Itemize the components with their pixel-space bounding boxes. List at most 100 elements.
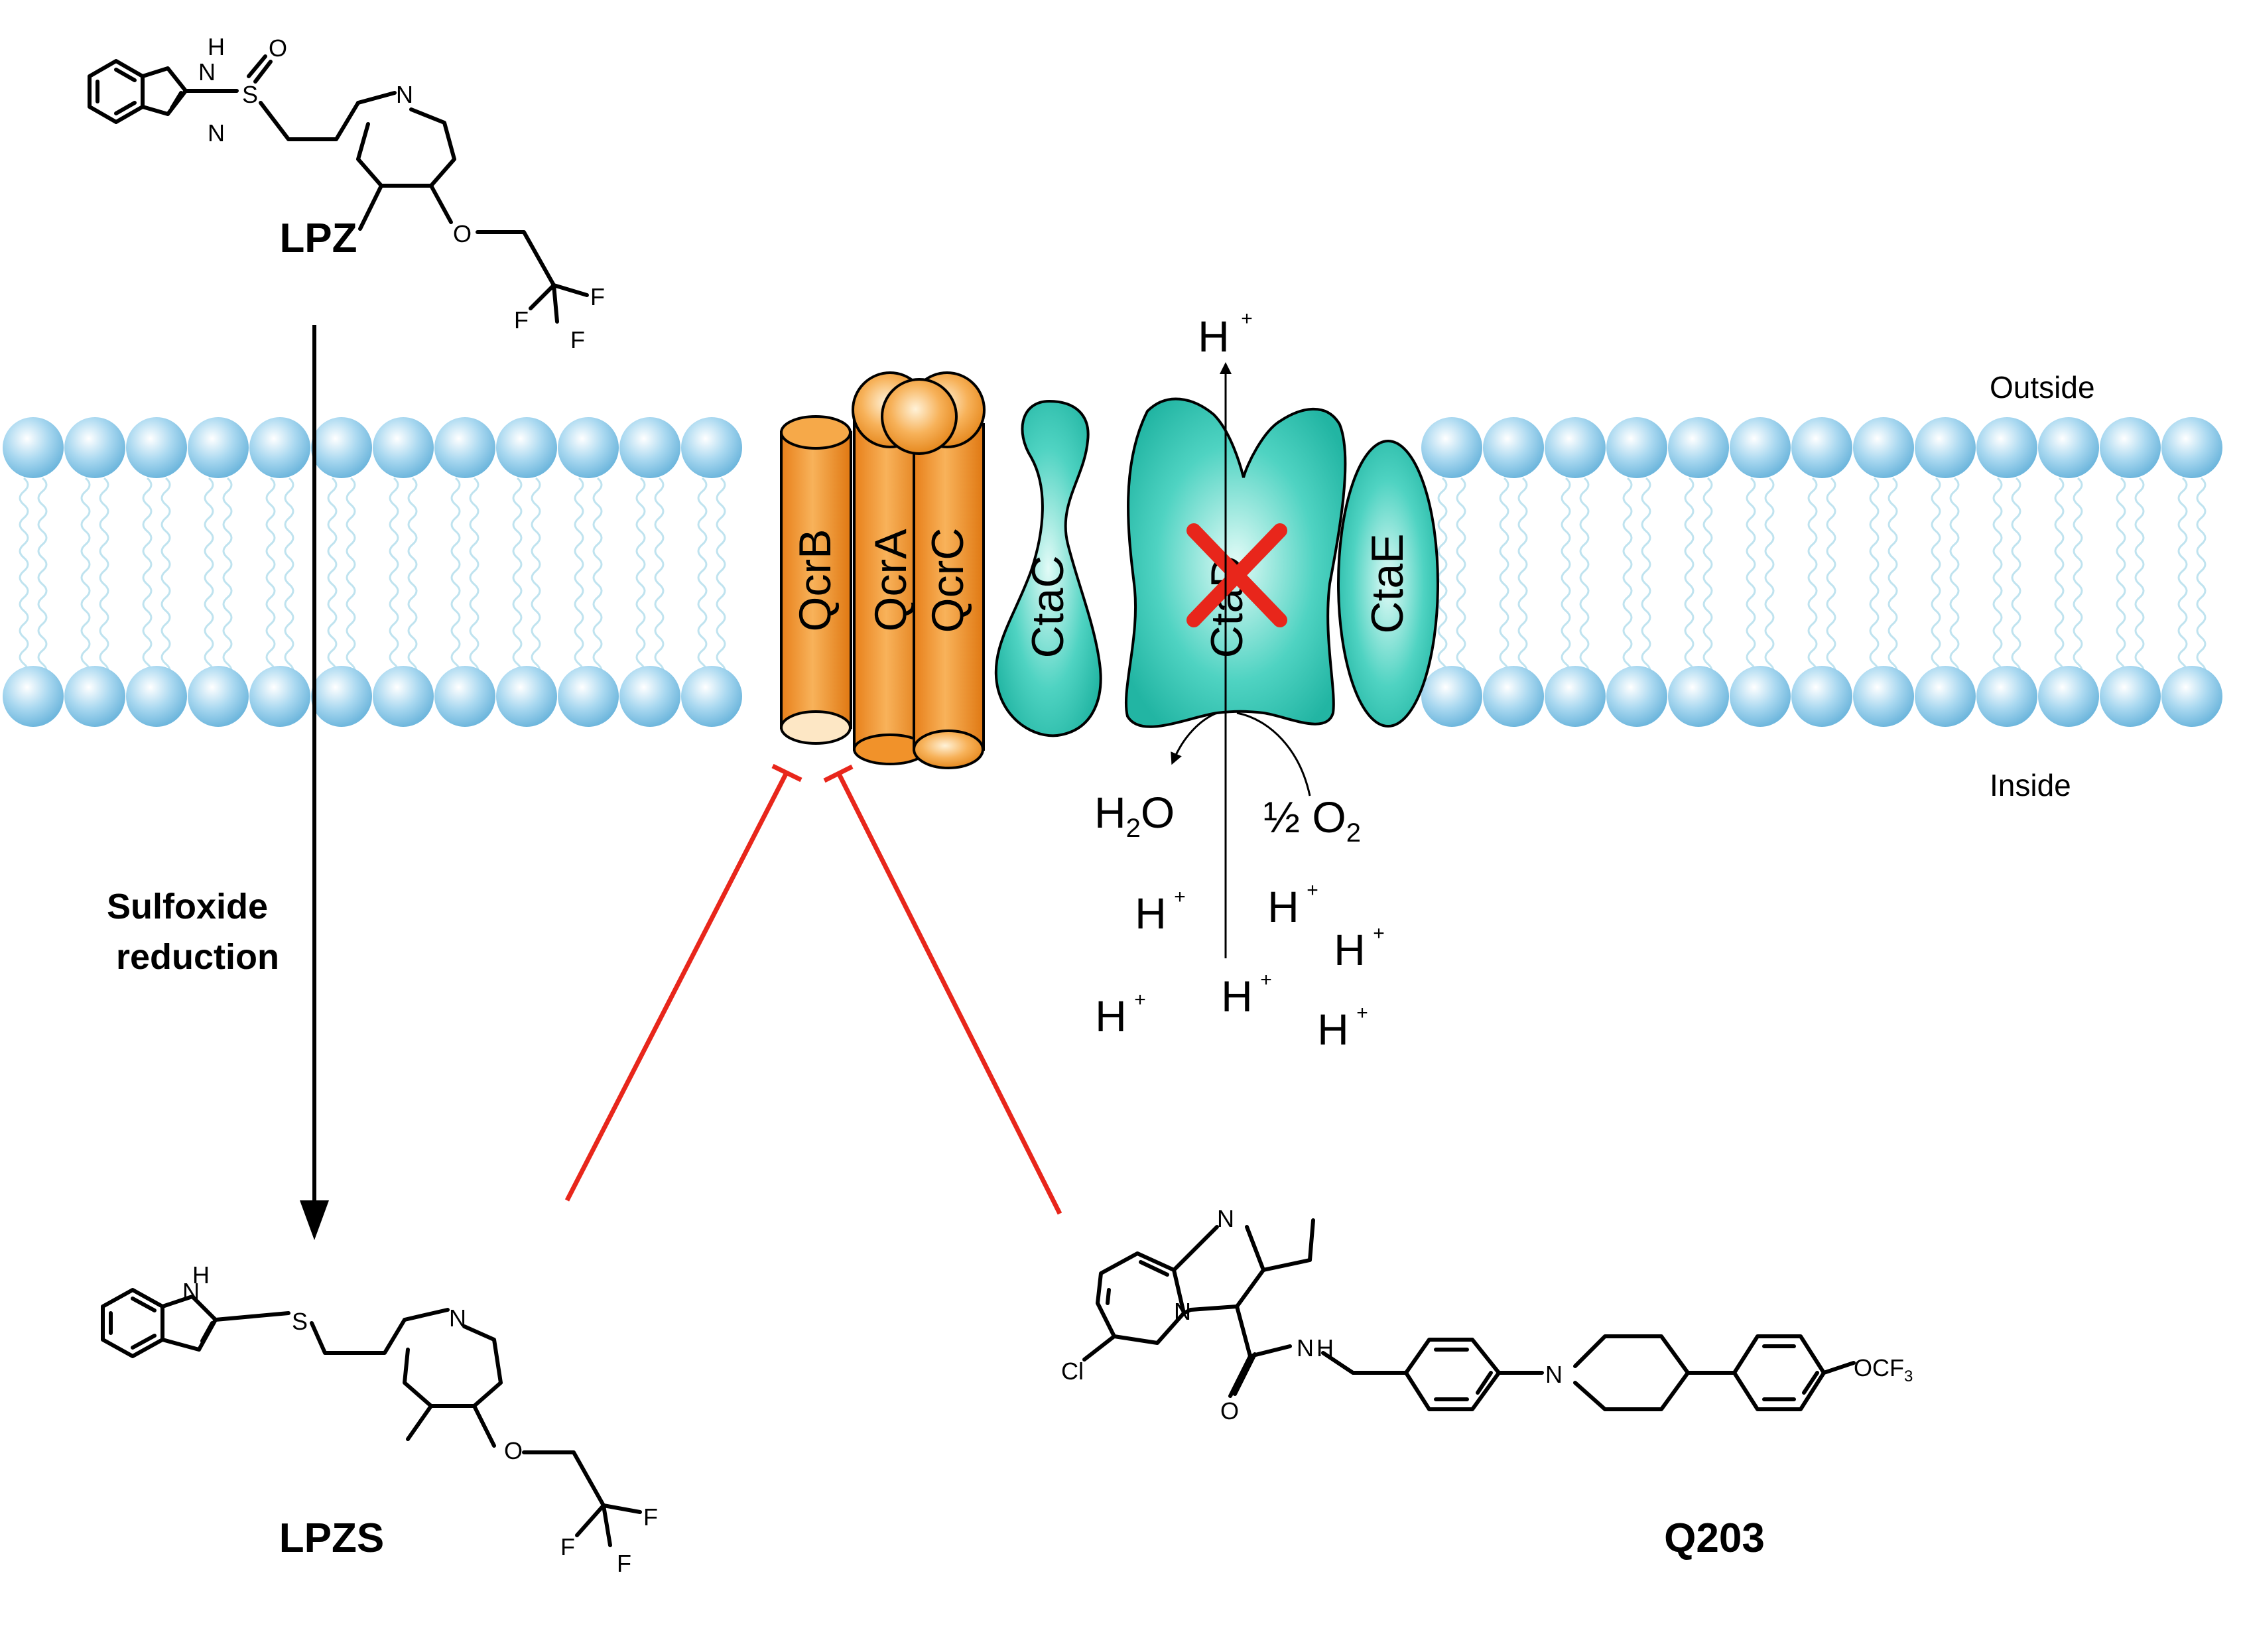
lipid-head	[2161, 666, 2222, 727]
svg-text:½ O2: ½ O2	[1263, 793, 1361, 848]
proton-inside-charge: +	[1260, 969, 1272, 991]
lipid-tail	[1888, 477, 1898, 692]
lipid-head	[1791, 666, 1852, 727]
step-label-line-1: Sulfoxide	[107, 887, 268, 926]
lipid-head	[434, 417, 495, 478]
lipid-tail	[531, 477, 541, 692]
lipid-tail	[1684, 477, 1695, 692]
lpzs-s: S	[292, 1308, 308, 1335]
lipid-head	[681, 666, 742, 727]
lipid-head	[2161, 417, 2222, 478]
lipid-tail	[1764, 477, 1775, 692]
ctae-label: CtaE	[1362, 533, 1413, 633]
lipid-head	[1853, 417, 1914, 478]
q203-ocf3-sub: 3	[1904, 1367, 1913, 1385]
lipid-tail	[2116, 477, 2126, 692]
lipid-tail	[1746, 477, 1756, 692]
lpz-n-top: N	[198, 58, 216, 86]
lipid-tail	[469, 477, 480, 692]
lipid-tail	[284, 477, 294, 692]
lpzs-nh-h: H	[192, 1261, 210, 1289]
q203-n-bridge: N	[1174, 1298, 1191, 1325]
lipid-head	[1791, 417, 1852, 478]
lipid-head	[126, 666, 187, 727]
lipid-tail	[1437, 477, 1448, 692]
lpzs-n-indole: N	[182, 1278, 200, 1305]
lipid-tail	[1992, 477, 2003, 692]
lipid-head	[2100, 417, 2161, 478]
lipid-tail	[1702, 477, 1713, 692]
lipid-tail	[222, 477, 233, 692]
protons-inside: H+H+H+H+H+H+	[1095, 879, 1385, 1054]
lipid-head	[1545, 666, 1606, 727]
lipid-heads-inner	[3, 666, 2222, 727]
lipid-tail	[1807, 477, 1818, 692]
ctae-protein: CtaE	[1337, 440, 1439, 728]
lipid-tail	[265, 477, 276, 692]
lpz-n-bottom: N	[208, 119, 225, 147]
lipid-tail	[2134, 477, 2145, 692]
proton-charge: +	[1241, 308, 1253, 330]
lipid-tail	[2011, 477, 2021, 692]
q203-o-amide: O	[1220, 1397, 1239, 1425]
lipid-head	[1421, 417, 1482, 478]
lipid-tail	[1456, 477, 1466, 692]
lipid-head	[64, 666, 125, 727]
lipid-head	[496, 666, 557, 727]
lpz-structure: H N N S O N O F F F	[88, 33, 605, 353]
lpz-name: LPZ	[279, 216, 357, 261]
lipid-head	[1915, 417, 1976, 478]
lipid-head	[1976, 666, 2037, 727]
water-sub: 2	[1126, 814, 1141, 843]
lipid-head	[311, 417, 372, 478]
lipid-head	[64, 417, 125, 478]
lipid-tail	[19, 477, 29, 692]
proton-inside: H	[1221, 972, 1253, 1021]
proton-inside: H	[1267, 882, 1299, 931]
lpzs-o-ether: O	[504, 1437, 523, 1464]
lipid-tail	[716, 477, 726, 692]
lpz-s: S	[242, 81, 258, 108]
lpz-o-ether: O	[453, 220, 472, 247]
lipid-head	[1483, 666, 1544, 727]
q203-ocf3: OCF3	[1854, 1354, 1913, 1385]
proton-label: H	[1198, 312, 1230, 361]
oxygen-substrate: ½ O2	[1263, 793, 1361, 848]
q203-nh-n: N	[1297, 1334, 1314, 1362]
lpz-nh: H	[208, 33, 225, 60]
q203-n-piperidine: N	[1545, 1361, 1563, 1388]
proton-inside-charge: +	[1307, 879, 1318, 901]
reduction-arrow	[300, 325, 329, 1240]
lpzs-structure: H N S N O F F F	[101, 1261, 658, 1577]
lipid-tail	[2073, 477, 2083, 692]
lipid-head	[1545, 417, 1606, 478]
lipid-tail	[142, 477, 153, 692]
lipid-tail	[37, 477, 48, 692]
proton-inside-charge: +	[1373, 922, 1385, 944]
ctad-knockout-cross	[1186, 523, 1287, 627]
q203-name: Q203	[1664, 1515, 1765, 1561]
proton-inside-charge: +	[1174, 886, 1186, 908]
lipid-tails	[19, 477, 2207, 692]
lipid-head	[188, 666, 249, 727]
lipid-head	[126, 417, 187, 478]
qcrb-protein: QcrB	[780, 415, 852, 745]
lipid-head	[1606, 666, 1667, 727]
lipid-tail	[204, 477, 214, 692]
lipid-head	[2038, 417, 2099, 478]
lpz-n-pyridine: N	[396, 81, 413, 108]
svg-text:H2O: H2O	[1094, 788, 1175, 843]
lpzs-f-1: F	[643, 1503, 658, 1531]
lipid-tail	[1869, 477, 1880, 692]
lipid-head	[3, 417, 64, 478]
half-oxygen: ½ O	[1263, 793, 1346, 842]
lipid-tail	[99, 477, 109, 692]
lipid-head	[1976, 417, 2037, 478]
q203-n-imidazole: N	[1217, 1205, 1234, 1232]
qcrc-label: QcrC	[923, 528, 973, 633]
lipid-head	[249, 417, 310, 478]
lpz-f-3: F	[570, 326, 585, 353]
lipid-head	[681, 417, 742, 478]
qcrc-protein: QcrC	[913, 423, 985, 769]
